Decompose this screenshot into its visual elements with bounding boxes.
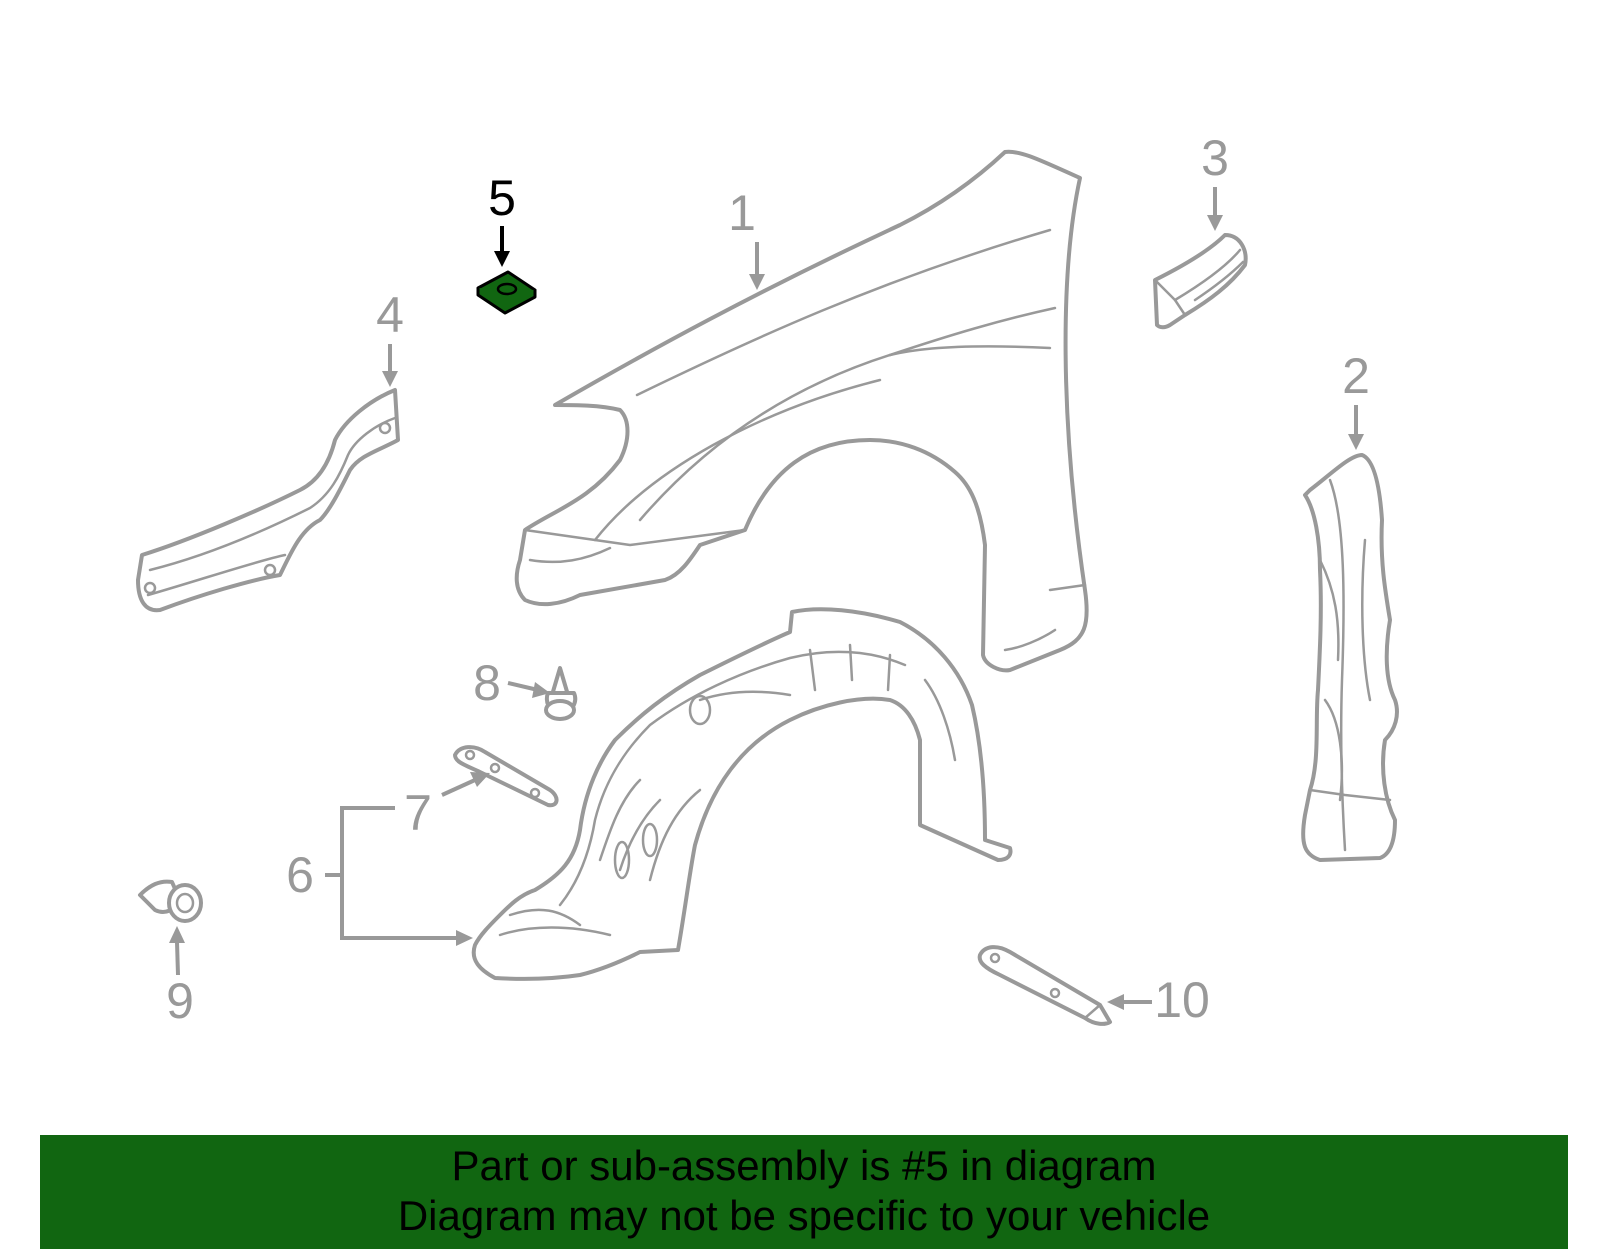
info-banner: Part or sub-assembly is #5 in diagram Di… [40,1135,1568,1249]
callout-1: 1 [728,185,765,290]
part-6-fender-liner[interactable] [471,607,1013,981]
callout-10: 10 [1107,972,1210,1028]
callout-label-7: 7 [404,785,432,841]
banner-line-disclaimer: Diagram may not be specific to your vehi… [397,1192,1211,1239]
callout-label-5: 5 [488,170,516,226]
callout-label-10: 10 [1154,972,1210,1028]
part-9-grommet[interactable] [138,879,203,923]
part-7-strap[interactable] [453,745,559,808]
callout-5: 5 [488,170,516,267]
callout-label-3: 3 [1201,130,1229,186]
part-1-fender[interactable] [514,149,1089,673]
part-5-clip-highlighted[interactable] [476,270,537,315]
callout-7: 7 [404,772,490,841]
part-8-push-clip[interactable] [544,666,578,721]
callout-9: 9 [166,926,194,1029]
callout-4: 4 [376,287,404,387]
callout-label-6: 6 [286,847,314,903]
callout-label-9: 9 [166,973,194,1029]
part-3-block[interactable] [1153,233,1248,330]
part-4-support[interactable] [136,388,400,613]
banner-line-part: Part or sub-assembly is #5 in diagram [451,1142,1157,1189]
callout-8: 8 [473,655,550,711]
callout-label-1: 1 [728,185,756,241]
part-10-lower-strap[interactable] [977,945,1112,1026]
callout-3: 3 [1201,130,1229,231]
callout-2: 2 [1342,348,1370,450]
callout-label-8: 8 [473,655,501,711]
callout-label-2: 2 [1342,348,1370,404]
callout-6: 6 [286,806,473,946]
part-2-bracket[interactable] [1301,453,1399,862]
callout-label-4: 4 [376,287,404,343]
